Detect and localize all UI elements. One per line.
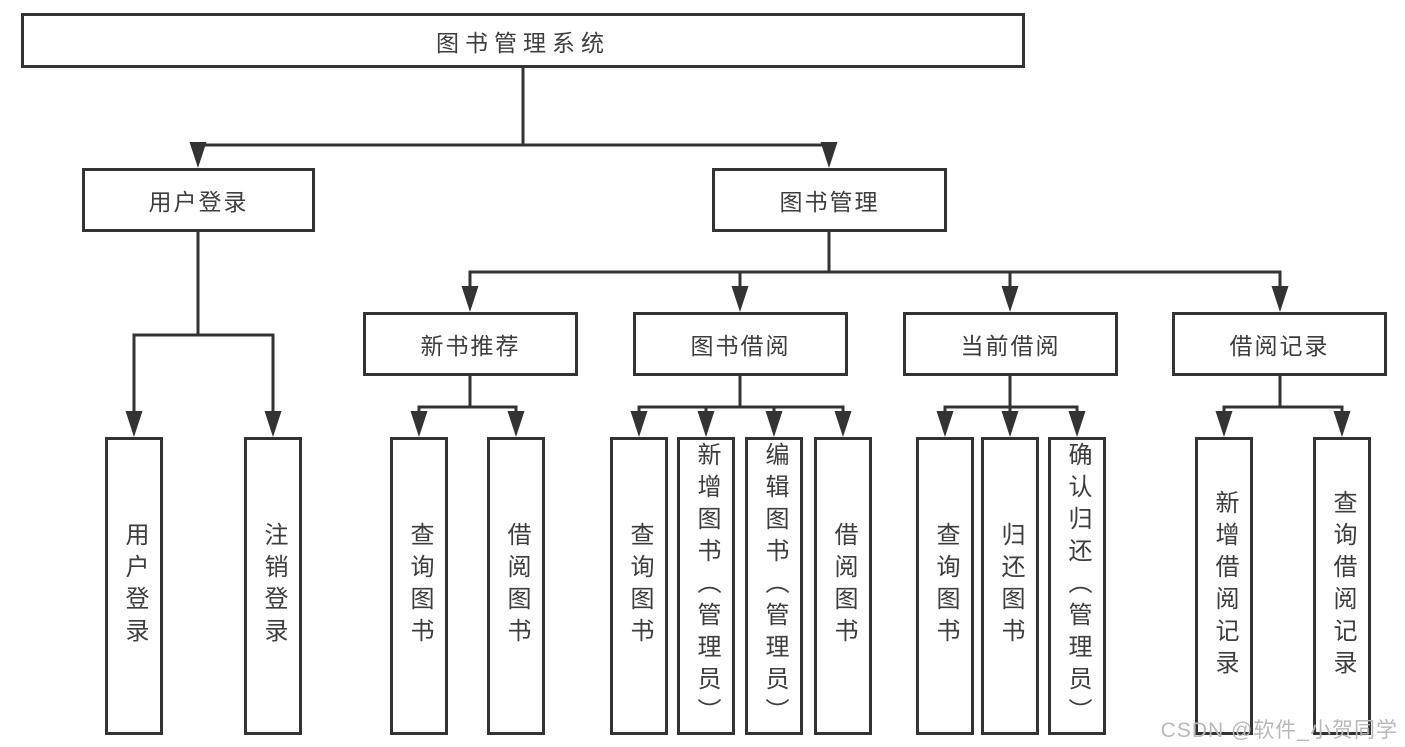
leaf-query-books-recommend: 查询图书 [390,437,448,735]
leaf-user-login: 用户登录 [105,437,163,735]
leaf-borrow-books-borrowing: 借阅图书 [814,437,872,735]
node-current-borrowing: 当前借阅 [903,312,1118,376]
leaf-confirm-return-admin: 确认归还（管理员） [1048,437,1106,735]
leaf-borrow-books-recommend: 借阅图书 [487,437,545,735]
node-book-management: 图书管理 [712,168,947,232]
node-user-login: 用户登录 [82,168,315,232]
node-borrowing-records: 借阅记录 [1172,312,1387,376]
leaf-logout: 注销登录 [244,437,302,735]
node-new-book-recommend: 新书推荐 [363,312,578,376]
leaf-query-books-current: 查询图书 [916,437,974,735]
leaf-add-book-admin: 新增图书（管理员） [677,437,735,735]
leaf-edit-book-admin: 编辑图书（管理员） [745,437,803,735]
watermark: CSDN @软件_小贺同学 [1160,719,1398,742]
leaf-query-books-borrowing: 查询图书 [610,437,668,735]
leaf-query-borrow-record: 查询借阅记录 [1313,437,1371,735]
leaf-add-borrow-record: 新增借阅记录 [1195,437,1253,735]
leaf-return-books: 归还图书 [981,437,1039,735]
node-library-system: 图书管理系统 [21,13,1025,68]
node-book-borrowing: 图书借阅 [633,312,848,376]
